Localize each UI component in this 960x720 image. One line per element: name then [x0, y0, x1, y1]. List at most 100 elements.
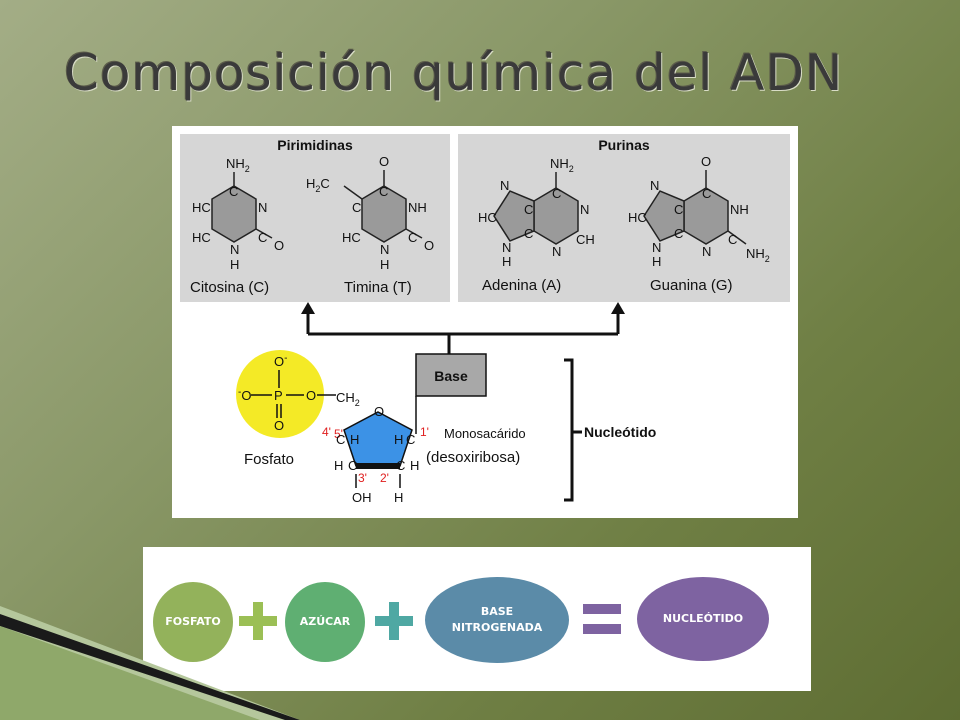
atom-label: H	[502, 254, 511, 269]
atom-label: H	[380, 257, 389, 272]
phosphate-circle	[236, 350, 324, 438]
svg-text:2': 2'	[380, 471, 389, 485]
sugar-group: CH2 O 5' 4' C H H C 1' C C 3' 2' H H OH …	[322, 390, 429, 505]
svg-text:C: C	[348, 458, 357, 473]
atom-label: O	[274, 238, 284, 253]
base-box	[415, 353, 487, 397]
svg-text:C: C	[336, 432, 345, 447]
thymine-molecule: O H2C C NH C N H C HC O Timina (T)	[306, 154, 434, 296]
atom-label: N	[502, 240, 511, 255]
svg-text:H: H	[410, 458, 419, 473]
atom-label: HC	[342, 230, 361, 245]
nucleotide-structure-svg: Pirimidinas Purinas NH2 C N C N H HC HC …	[180, 134, 790, 505]
guanine-imidazole	[643, 190, 685, 242]
svg-text:OH: OH	[352, 490, 372, 505]
atom-label: N	[652, 240, 661, 255]
svg-text:H: H	[394, 432, 403, 447]
guanine-nh2: NH2	[746, 246, 770, 264]
deoxyribose-label: (desoxiribosa)	[426, 449, 520, 466]
sugar-label: AZÚCAR	[299, 615, 351, 628]
svg-text:P: P	[274, 388, 283, 403]
thymine-h3c: H2C	[306, 176, 330, 194]
phosphate-circle: FOSFATO	[153, 582, 233, 662]
phosphate-label: FOSFATO	[165, 615, 221, 628]
atom-label: N	[552, 244, 561, 259]
atom-label: N	[258, 200, 267, 215]
svg-text:O: O	[274, 418, 284, 433]
phosphate-label: Fosfato	[244, 451, 294, 468]
atom-label: C	[352, 200, 361, 215]
atom-label: HC	[192, 200, 211, 215]
equals-icon	[583, 604, 621, 634]
arrow-head-left	[301, 302, 315, 314]
cytosine-label: Citosina (C)	[190, 279, 269, 296]
atom-label: N	[650, 178, 659, 193]
nucleotide-circle: NUCLEÓTIDO	[637, 577, 769, 661]
guanine-molecule: O C NH C N C C N HC N H NH2 Guanina (G)	[628, 154, 770, 294]
adenine-nh2: NH2	[550, 156, 574, 174]
atom-label: O	[379, 154, 389, 169]
plus-icon	[375, 602, 413, 640]
atom-label: C	[674, 202, 683, 217]
atom-label: N	[580, 202, 589, 217]
atom-label: N	[702, 244, 711, 259]
arrow-head-right	[611, 302, 625, 314]
atom-label: HC	[628, 210, 647, 225]
corner-decoration	[0, 606, 300, 720]
slide-title: Composición química del ADN	[64, 44, 844, 102]
atom-label: NH	[408, 200, 427, 215]
cytosine-nh2: NH2	[226, 156, 250, 174]
thymine-label: Timina (T)	[344, 279, 412, 296]
svg-text:CH2: CH2	[336, 390, 360, 408]
adenine-molecule: NH2 C N CH N C C N HC N H Adenina (A)	[478, 156, 595, 294]
cytosine-ring	[211, 185, 257, 243]
atom-label: C	[379, 184, 388, 199]
svg-text:H: H	[334, 458, 343, 473]
cytosine-molecule: NH2 C N C N H HC HC O Citosina (C)	[190, 156, 284, 296]
atom-label: H	[230, 257, 239, 272]
atom-label: C	[229, 184, 238, 199]
atom-label: HC	[192, 230, 211, 245]
phosphate-group: O- P O -O O	[238, 353, 336, 433]
atom-label: C	[552, 186, 561, 201]
svg-text:O: O	[306, 388, 316, 403]
atom-label: H	[652, 254, 661, 269]
adenine-label: Adenina (A)	[482, 277, 561, 294]
atom-label: C	[728, 232, 737, 247]
purines-header: Purinas	[598, 137, 650, 153]
nucleotide-label: Nucleótido	[584, 424, 656, 440]
svg-text:O-: O-	[274, 353, 287, 369]
adenine-imidazole	[493, 190, 535, 242]
atom-label: N	[500, 178, 509, 193]
monosaccharide-label: Monosacárido	[444, 426, 526, 441]
atom-label: C	[258, 230, 267, 245]
atom-label: C	[524, 202, 533, 217]
atom-label: C	[674, 226, 683, 241]
nucleotide-bracket	[564, 358, 574, 502]
nucleotide-label: NUCLEÓTIDO	[662, 612, 744, 625]
svg-text:3': 3'	[358, 471, 367, 485]
base-arrows	[306, 309, 620, 354]
svg-text:C: C	[406, 432, 415, 447]
atom-label: HC	[478, 210, 497, 225]
svg-text:-O: -O	[238, 387, 251, 403]
atom-label: CH	[576, 232, 595, 247]
svg-text:O: O	[374, 404, 384, 419]
sugar-circle: AZÚCAR	[285, 582, 365, 662]
svg-text:C: C	[396, 458, 405, 473]
atom-label: O	[424, 238, 434, 253]
base-box-label: Base	[434, 368, 468, 384]
svg-text:1': 1'	[420, 425, 429, 439]
atom-label: N	[230, 242, 239, 257]
pyrimidines-header: Pirimidinas	[277, 137, 353, 153]
svg-text:H: H	[394, 490, 403, 505]
atom-label: C	[702, 186, 711, 201]
plus-icon	[239, 602, 277, 640]
atom-label: N	[380, 242, 389, 257]
nucleotide-diagram: Pirimidinas Purinas NH2 C N C N H HC HC …	[172, 126, 798, 518]
svg-text:5': 5'	[334, 427, 343, 441]
atom-label: NH	[730, 202, 749, 217]
